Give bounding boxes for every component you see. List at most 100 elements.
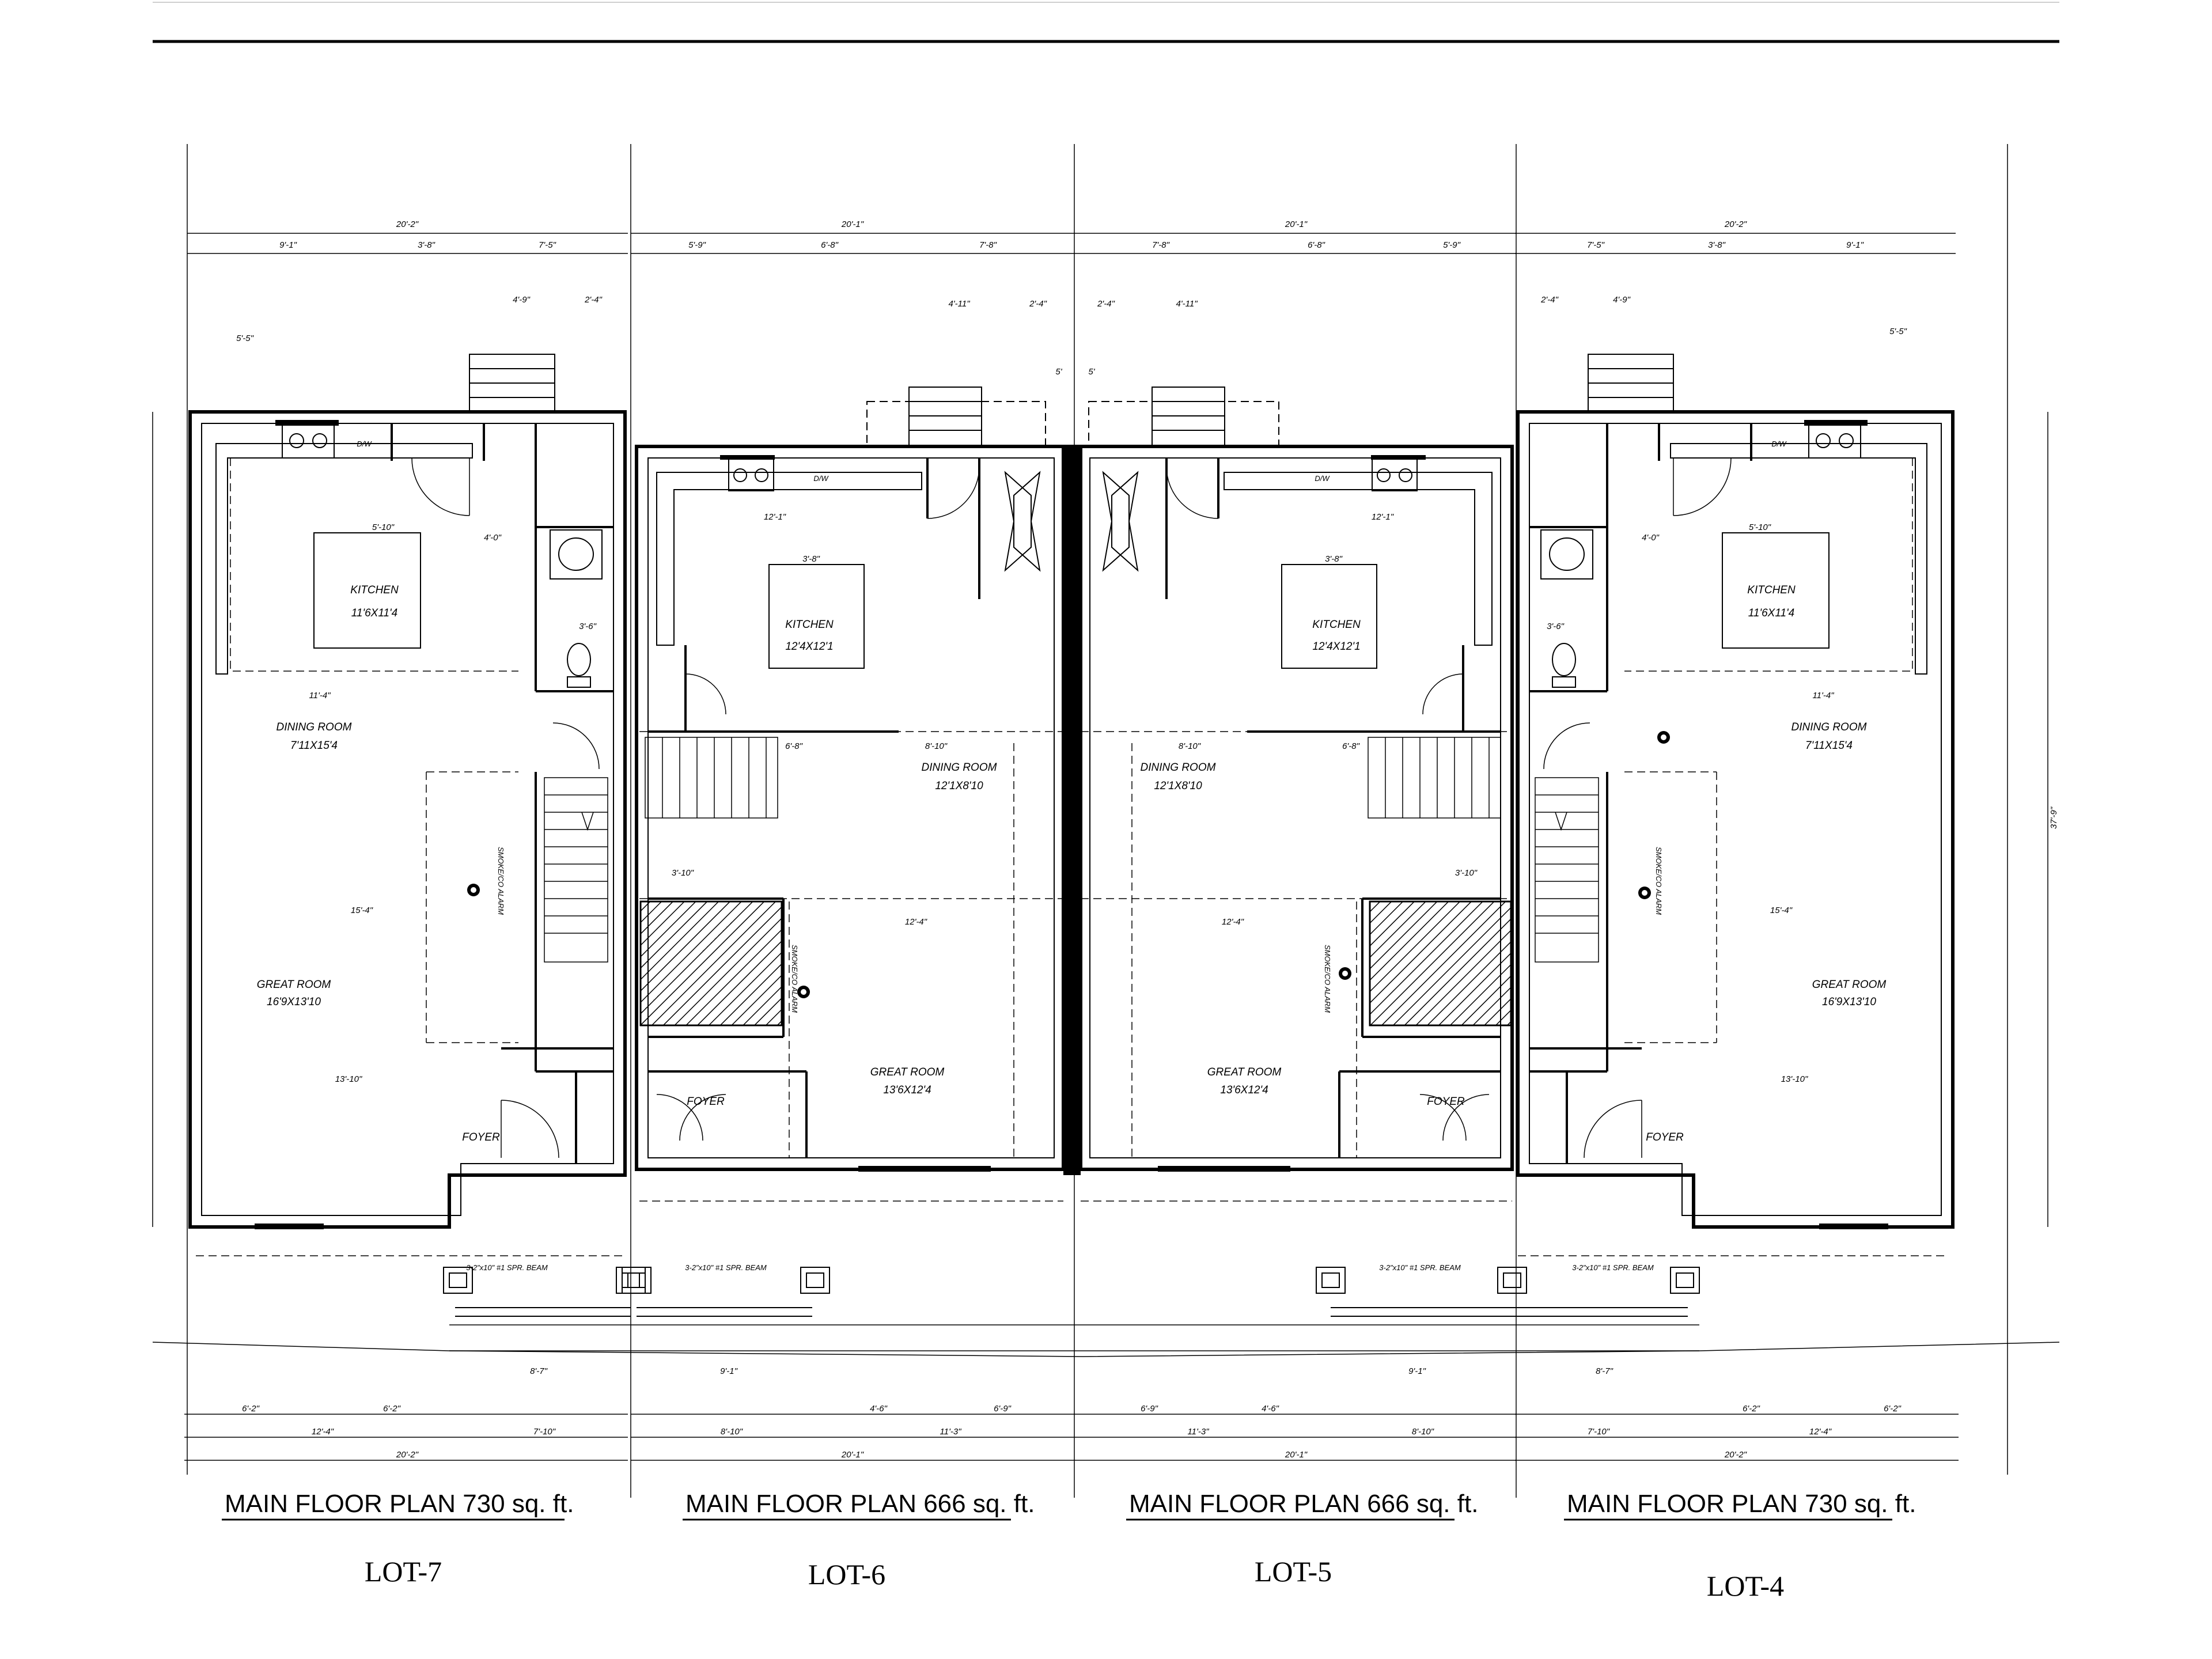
lot-5-dim-3-8: 3'-8"	[1325, 554, 1343, 564]
lot-7-dim-e: 2'-4"	[584, 295, 603, 305]
lot-5-dim-12-1: 12'-1"	[1372, 512, 1394, 522]
lot-6-dim-bottom-a: 4'-6"	[870, 1404, 888, 1414]
lot-6-dim-c: 7'-8"	[979, 240, 997, 250]
lot-7-dim-13-10: 13'-10"	[335, 1074, 362, 1084]
lot-4-dim-bottom-b: 6'-2"	[1884, 1404, 1902, 1414]
lot-6-dw-note: D/W	[813, 474, 829, 483]
lot-5-dim-6-8: 6'-8"	[1342, 741, 1360, 751]
lot-7-plan-title: MAIN FLOOR PLAN 730 sq. ft.	[225, 1490, 574, 1518]
lot-5-dim-d: 2'-4"	[1097, 299, 1115, 309]
lot-5-great-room-label: GREAT ROOM	[1207, 1066, 1282, 1078]
lot-4-dim-a: 7'-5"	[1587, 240, 1605, 250]
lot-4-dim-b: 3'-8"	[1708, 240, 1726, 250]
lot-6-dim-3-10: 3'-10"	[672, 868, 694, 878]
lot-6-dim-bottom-overall: 20'-1"	[841, 1450, 864, 1460]
lot-6-great-room-label: GREAT ROOM	[870, 1066, 945, 1078]
lot-4-dim-13-10: 13'-10"	[1781, 1074, 1808, 1084]
lot-7-dw-note: D/W	[357, 440, 372, 448]
lot-7-plan: 20'-2" 9'-1" 3'-8" 7'-5" 4'-9" 2'-4" 5'-…	[152, 219, 646, 1461]
lot-4-dw-note: D/W	[1771, 440, 1787, 448]
lot-6-dim-12-4: 12'-4"	[905, 917, 927, 927]
lot-5-dim-12-4: 12'-4"	[1222, 917, 1244, 927]
lot-5-beam-note: 3-2"x10" #1 SPR. BEAM	[1379, 1263, 1461, 1272]
lot-5-plan: 20'-1" 7'-8" 6'-8" 5'-9" 2'-4" 4'-11" 5'…	[1074, 219, 1527, 1461]
lot-4-kitchen-label: KITCHEN	[1747, 584, 1796, 596]
lot-6-dim-a: 5'-9"	[688, 240, 706, 250]
lot-7-dim-a: 9'-1"	[279, 240, 297, 250]
lot-6-dim-12-1: 12'-1"	[764, 512, 786, 522]
lot-7-dim-bottom-c: 12'-4"	[312, 1427, 334, 1437]
lot-5-dim-e: 4'-11"	[1176, 299, 1198, 309]
lot-dividers	[187, 144, 2008, 1498]
party-wall	[1063, 445, 1081, 1175]
lot-7-dim-overall: 20'-2"	[396, 219, 419, 229]
lot-6-dim-overall: 20'-1"	[841, 219, 864, 229]
lot-6-dim-bottom-b: 6'-9"	[994, 1404, 1012, 1414]
lot-7-dim-bottom-a: 6'-2"	[242, 1404, 260, 1414]
lot-6-label: LOT-6	[808, 1558, 885, 1590]
lot-4-dim-overall: 20'-2"	[1724, 219, 1747, 229]
lot-7-great-room-size: 16'9X13'10	[267, 996, 321, 1008]
lot-4-kitchen-size: 11'6X11'4	[1748, 607, 1795, 619]
lot-7-dim-b: 3'-8"	[418, 240, 435, 250]
lot-5-kitchen-label: KITCHEN	[1312, 619, 1361, 631]
lot-4-dim-bottom-overall: 20'-2"	[1724, 1450, 1747, 1460]
lot-6-dining-label: DINING ROOM	[922, 762, 997, 774]
lot-4-dim-11-4: 11'-4"	[1812, 691, 1834, 700]
lot-7-dim-15-4: 15'-4"	[351, 906, 373, 915]
lot-5-dim-bottom-overall: 20'-1"	[1285, 1450, 1308, 1460]
lot-6-dim-b: 6'-8"	[821, 240, 839, 250]
lot-6-dim-bottom-c: 8'-10"	[721, 1427, 743, 1437]
lot-4-dim-bottom-e: 8'-7"	[1596, 1366, 1613, 1376]
lot-7-dim-c: 7'-5"	[539, 240, 556, 250]
lot-4-dim-5-10: 5'-10"	[1749, 522, 1771, 532]
overall-depth-dim: 37'-9"	[2049, 806, 2059, 829]
lot-4-dim-15-4: 15'-4"	[1770, 906, 1793, 915]
lot-6-dim-d: 4'-11"	[948, 299, 970, 309]
lot-5-dw-note: D/W	[1315, 474, 1330, 483]
lot-4-label: LOT-4	[1707, 1570, 1784, 1602]
lot-4-great-room-size: 16'9X13'10	[1822, 996, 1876, 1008]
lot-4-dining-size: 7'11X15'4	[1805, 740, 1853, 752]
site-lines	[152, 1324, 2060, 1357]
lot-6-dim-bottom-e: 9'-1"	[720, 1366, 738, 1376]
lot-4-dim-e: 4'-9"	[1613, 295, 1631, 305]
lot-6-kitchen-label: KITCHEN	[785, 619, 834, 631]
lot-7-kitchen-label: KITCHEN	[350, 584, 399, 596]
lot-7-foyer-label: FOYER	[462, 1131, 500, 1143]
lot-5-dim-bottom-c: 11'-3"	[1187, 1427, 1209, 1437]
lot-7-smoke-alarm-note: SMOKE/CO ALARM	[497, 847, 505, 915]
lot-4-dim-f: 5'-5"	[1889, 327, 1907, 336]
lot-5-dim-a: 7'-8"	[1152, 240, 1170, 250]
lot-5-dim-bottom-b: 4'-6"	[1262, 1404, 1279, 1414]
lot-4-beam-note: 3-2"x10" #1 SPR. BEAM	[1572, 1263, 1654, 1272]
lot-5-dining-label: DINING ROOM	[1141, 762, 1216, 774]
lot-5-great-room-size: 13'6X12'4	[1220, 1084, 1268, 1096]
lot-5-dim-3-10: 3'-10"	[1455, 868, 1478, 878]
lot-7-dim-4-0: 4'-0"	[484, 533, 502, 543]
lot-4-dim-d: 2'-4"	[1540, 295, 1559, 305]
lot-6-great-room-size: 13'6X12'4	[883, 1084, 931, 1096]
lot-4-dim-4-0: 4'-0"	[1642, 533, 1660, 543]
lot-6-dim-bottom-d: 11'-3"	[940, 1427, 961, 1437]
lot-6-dim-f: 5'	[1055, 367, 1062, 377]
lot-6-smoke-alarm-note: SMOKE/CO ALARM	[790, 945, 799, 1013]
lot-7-dim-d: 4'-9"	[513, 295, 531, 305]
lot-7-label: LOT-7	[365, 1555, 442, 1588]
lot-4-dim-bottom-a: 6'-2"	[1743, 1404, 1760, 1414]
lot-4-smoke-alarm-note: SMOKE/CO ALARM	[1654, 847, 1663, 915]
lot-5-kitchen-size: 12'4X12'1	[1312, 641, 1360, 653]
lot-6-kitchen-size: 12'4X12'1	[785, 641, 833, 653]
lot-4-plan-title: MAIN FLOOR PLAN 730 sq. ft.	[1567, 1490, 1916, 1518]
lot-7-dim-bottom-d: 7'-10"	[533, 1427, 556, 1437]
lot-5-dim-bottom-e: 9'-1"	[1408, 1366, 1426, 1376]
lot-5-dim-b: 6'-8"	[1308, 240, 1325, 250]
lot-7-kitchen-size: 11'6X11'4	[351, 607, 398, 619]
lot-7-dim-bottom-e: 8'-7"	[530, 1366, 548, 1376]
lot-4-foyer-label: FOYER	[1646, 1131, 1684, 1143]
lot-7-dim-3-6: 3'-6"	[579, 622, 597, 631]
lot-5-dining-size: 12'1X8'10	[1154, 780, 1202, 792]
lot-5-dim-8-10: 8'-10"	[1179, 741, 1201, 751]
